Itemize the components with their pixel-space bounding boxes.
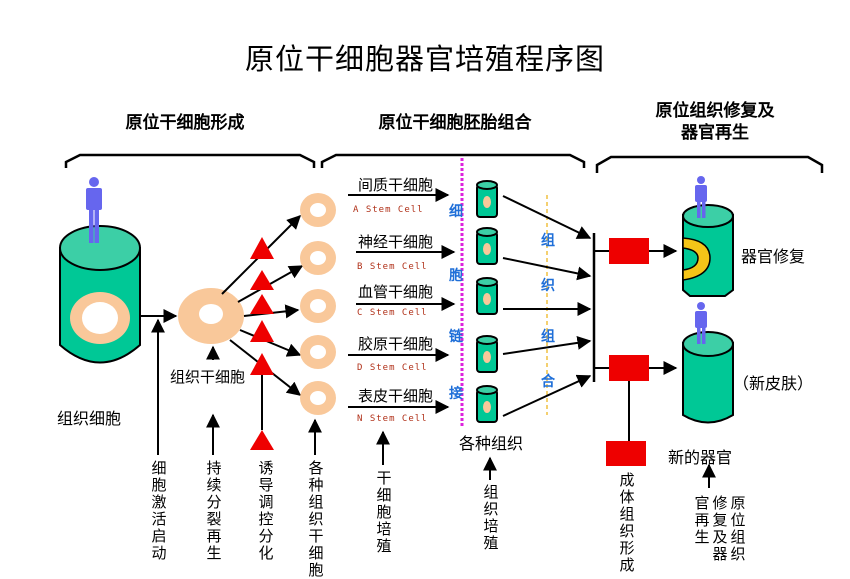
combine-char-2: 织 [541,278,555,294]
stem-cell-code-d: D Stem Cell [357,363,428,373]
diagram-canvas [59,153,824,488]
person-icon-repair [695,176,707,218]
bottom-label-in-situ-repair: 原位组织 修复及器 官再生 [692,495,746,565]
tissue-cell-label: 组织细胞 [57,409,122,428]
stem-cell-code-a: A Stem Cell [353,205,424,215]
link-char-3: 链 [449,329,463,345]
person-icon-new-skin [695,302,707,344]
stem-cell-name-c: 血管干细胞 [358,283,434,301]
diagram-title: 原位干细胞器官培殖程序图 [244,42,605,76]
new-skin-cylinder [682,331,734,424]
induction-triangles [250,237,274,450]
bottom-label-various-stem-cells: 各种组织干细胞 [308,459,324,579]
small-cylinder-2 [476,227,498,265]
stem-cell-arrows [348,188,456,414]
bottom-label-continuous-division: 持续分裂再生 [206,459,222,562]
bottom-label-in-situ-repair-col1: 原位组织 [730,494,746,563]
small-stem-cells [300,193,336,415]
bracket-section-2 [320,153,586,168]
organ-repair-ring [682,237,711,281]
small-cylinder-4 [476,335,498,373]
new-organ-label: 新的器官 [668,448,733,467]
stem-cell-code-n: N Stem Cell [357,414,428,424]
bottom-label-in-situ-repair-col2: 修复及器 [712,494,728,563]
bottom-label-adult-tissue-formation: 成体组织形成 [619,471,635,574]
stem-cell-n [300,381,336,415]
combine-char-3: 组 [541,329,555,345]
combine-char-4: 合 [541,374,555,390]
bottom-label-in-situ-repair-col3: 官再生 [694,494,710,546]
small-tissue-cylinders [476,180,498,423]
section-header-line2: 器官再生 [681,123,749,143]
small-cylinder-3 [476,277,498,315]
bottom-label-stem-cell-culture: 干细胞培殖 [376,469,392,555]
bottom-arrows [151,318,716,488]
organ-repair-label: 器官修复 [741,247,806,266]
section-header-stem-cell-formation: 原位干细胞形成 [125,113,245,133]
section-header-line1: 原位组织修复及 [655,101,775,121]
person-icon [86,177,102,243]
stem-cell-a [300,193,336,227]
red-box-organ-repair [609,238,649,264]
section-header-embryo-combination: 原位干细胞胚胎组合 [378,113,532,133]
stem-cell-name-n: 表皮干细胞 [358,387,434,405]
link-char-1: 细 [449,204,463,220]
small-cylinder-1 [476,180,498,218]
bottom-label-induced-differentiation: 诱导调控分化 [258,459,274,562]
bottom-label-tissue-culture: 组织培殖 [483,483,499,552]
tissue-stem-cell-label: 组织干细胞 [170,368,246,386]
tissue-cylinder [59,225,141,364]
various-tissues-label: 各种组织 [459,434,524,453]
red-box-adult-tissue [606,441,646,466]
section-header-repair-regeneration: 原位组织修复及 器官再生 [615,100,815,144]
bracket-section-1 [64,153,316,168]
link-char-2: 胞 [449,268,463,284]
combine-char-1: 组 [541,233,555,249]
stem-cell-code-c: C Stem Cell [357,308,428,318]
bottom-label-cell-activation: 细胞激活启动 [151,459,167,562]
link-char-4: 接 [449,386,463,402]
organ-repair-cylinder [682,204,734,297]
converging-arrows [502,195,592,417]
stem-cell-c [300,289,336,323]
small-cylinder-5 [476,385,498,423]
stem-cell-code-b: B Stem Cell [357,262,428,272]
stem-cell-name-b: 神经干细胞 [358,233,434,251]
red-box-new-organ [609,355,649,381]
stem-cell-name-a: 间质干细胞 [358,176,434,194]
bracket-section-3 [595,155,824,173]
stem-cell-b [300,241,336,275]
stem-cell-d [300,335,336,369]
stem-cell-name-d: 胶原干细胞 [358,335,434,353]
new-skin-label: （新皮肤） [733,374,814,393]
